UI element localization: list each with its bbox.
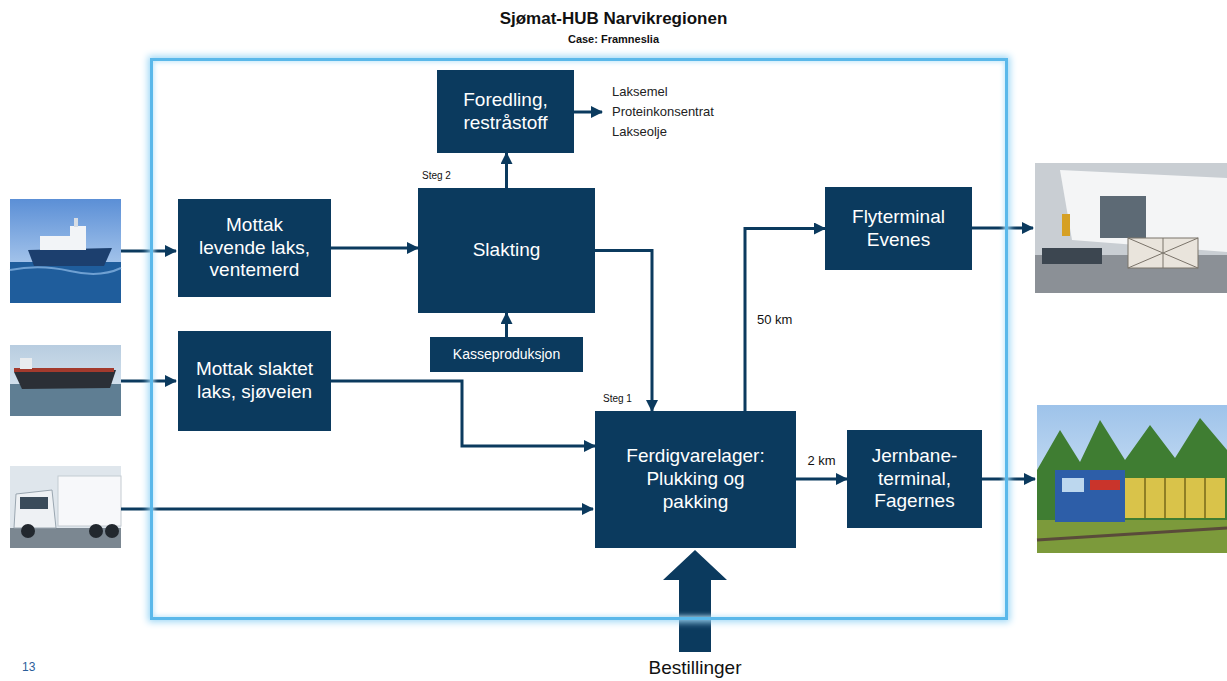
barge-photo [10, 345, 121, 416]
distance-label: 2 km [805, 453, 837, 468]
title: Sjømat-HUB Narvikregionen [0, 9, 1227, 29]
box-text: Mottak slaktet laks, sjøveien [192, 358, 317, 404]
flow-arrow [331, 247, 418, 250]
process-box: Mottak slaktet laks, sjøveien [178, 331, 331, 431]
flow-arrow [505, 313, 508, 337]
train-photo [1037, 405, 1227, 553]
process-box: Slakting [418, 188, 595, 313]
box-text: Slakting [473, 239, 541, 262]
cargo-plane-photo [1035, 163, 1227, 293]
order-arrow [663, 550, 727, 652]
orders-label: Bestillinger [595, 657, 795, 679]
box-text: Ferdigvarelager: Plukking og pakking [613, 445, 778, 513]
product-label: Laksemel [612, 84, 668, 99]
flow-arrow [595, 251, 652, 412]
process-box: Mottak levende laks, ventemerd [178, 199, 331, 297]
box-text: Flyterminal Evenes [839, 206, 958, 252]
distance-label: 50 km [755, 312, 794, 327]
process-box: Kasseproduksjon [430, 337, 583, 372]
box-text: Foredling, restråstoff [447, 89, 564, 135]
flow-arrow [745, 229, 825, 412]
flow-arrow [331, 381, 595, 446]
page-number: 13 [22, 660, 35, 674]
product-label: Proteinkonsentrat [612, 104, 714, 119]
ship-photo [10, 199, 121, 303]
box-text: Mottak levende laks, ventemerd [192, 214, 317, 282]
product-label: Lakseolje [612, 124, 667, 139]
step-label: Steg 2 [422, 170, 451, 181]
process-box: Foredling, restråstoff [437, 70, 574, 153]
terminal-box: Jernbane- terminal, Fagernes [847, 430, 982, 528]
terminal-box: Flyterminal Evenes [825, 187, 972, 270]
process-box: Ferdigvarelager: Plukking og pakking [595, 411, 796, 548]
truck-photo [10, 466, 121, 548]
flow-arrow [505, 153, 508, 188]
flow-arrow [796, 478, 847, 481]
step-label: Steg 1 [603, 393, 632, 404]
box-text: Jernbane- terminal, Fagernes [853, 445, 976, 513]
subtitle: Case: Framneslia [0, 33, 1227, 45]
box-text: Kasseproduksjon [453, 346, 560, 363]
